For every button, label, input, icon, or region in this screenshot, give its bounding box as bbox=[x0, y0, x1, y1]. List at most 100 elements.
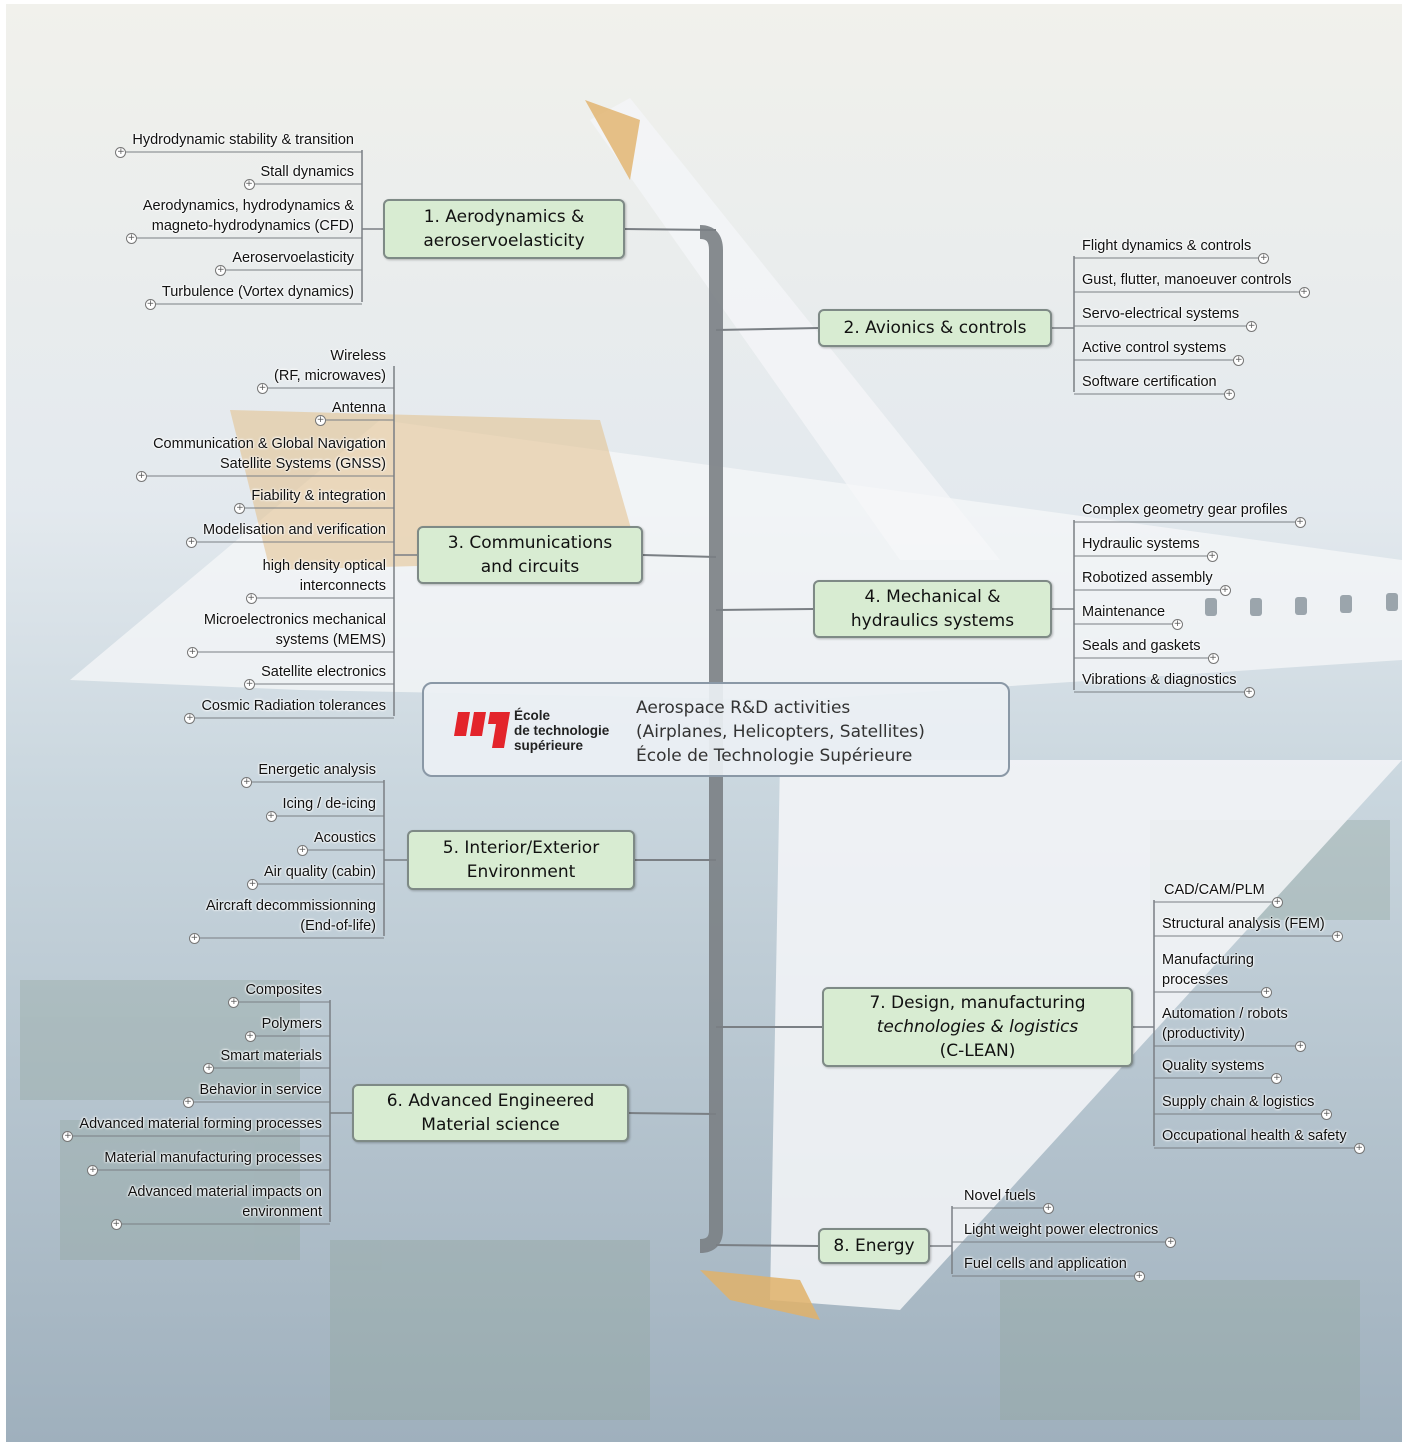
subtopic-item[interactable]: Polymers bbox=[262, 1014, 322, 1034]
subtopic-item[interactable]: Advanced material forming processes bbox=[79, 1114, 322, 1134]
subtopic-item[interactable]: Maintenance bbox=[1082, 602, 1165, 622]
subtopic-item[interactable]: Automation / robots(productivity) bbox=[1162, 1004, 1288, 1044]
subtopic-item[interactable]: Fuel cells and application bbox=[964, 1254, 1127, 1274]
subtopic-item[interactable]: Material manufacturing processes bbox=[104, 1148, 322, 1168]
expand-icon[interactable]: + bbox=[244, 1031, 256, 1042]
topic-2[interactable]: 2. Avionics & controls bbox=[818, 309, 1052, 347]
subtopic-item[interactable]: Cosmic Radiation tolerances bbox=[201, 696, 386, 716]
subtopic-item[interactable]: Acoustics bbox=[314, 828, 376, 848]
topic-8[interactable]: 8. Energy bbox=[818, 1228, 930, 1264]
expand-icon[interactable]: + bbox=[215, 265, 227, 276]
expand-icon[interactable]: + bbox=[234, 503, 246, 514]
subtopic-item[interactable]: Wireless(RF, microwaves) bbox=[274, 346, 386, 386]
subtopic-item[interactable]: Novel fuels bbox=[964, 1186, 1036, 1206]
subtopic-item[interactable]: Hydrodynamic stability & transition bbox=[132, 130, 354, 150]
expand-icon[interactable]: + bbox=[1353, 1143, 1365, 1154]
subtopic-item[interactable]: Stall dynamics bbox=[261, 162, 354, 182]
subtopic-item[interactable]: Robotized assembly bbox=[1082, 568, 1213, 588]
subtopic-item[interactable]: Behavior in service bbox=[200, 1080, 323, 1100]
expand-icon[interactable]: + bbox=[1219, 585, 1231, 596]
central-topic[interactable]: École de technologie supérieure Aerospac… bbox=[422, 682, 1010, 777]
expand-icon[interactable]: + bbox=[1207, 653, 1219, 664]
subtopic-item[interactable]: Aerodynamics, hydrodynamics &magneto-hyd… bbox=[143, 196, 354, 236]
expand-icon[interactable]: + bbox=[1133, 1271, 1145, 1282]
subtopic-item[interactable]: Aircraft decommissionning(End-of-life) bbox=[206, 896, 376, 936]
subtopic-item[interactable]: Software certification bbox=[1082, 372, 1217, 392]
expand-icon[interactable]: + bbox=[115, 147, 127, 158]
expand-icon[interactable]: + bbox=[246, 879, 258, 890]
expand-icon[interactable]: + bbox=[1206, 551, 1218, 562]
expand-icon[interactable]: + bbox=[1331, 931, 1343, 942]
expand-icon[interactable]: + bbox=[1042, 1203, 1054, 1214]
expand-icon[interactable]: + bbox=[1243, 687, 1255, 698]
subtopic-item[interactable]: Hydraulic systems bbox=[1082, 534, 1200, 554]
expand-icon[interactable]: + bbox=[245, 593, 257, 604]
expand-icon[interactable]: + bbox=[1246, 321, 1258, 332]
expand-icon[interactable]: + bbox=[257, 383, 269, 394]
subtopic-item[interactable]: Structural analysis (FEM) bbox=[1162, 914, 1325, 934]
subtopic-item[interactable]: Aeroservoelasticity bbox=[232, 248, 354, 268]
subtopic-item[interactable]: Quality systems bbox=[1162, 1056, 1264, 1076]
expand-icon[interactable]: + bbox=[87, 1165, 99, 1176]
expand-icon[interactable]: + bbox=[1258, 253, 1270, 264]
expand-icon[interactable]: + bbox=[1260, 987, 1272, 998]
subtopic-item[interactable]: Composites bbox=[245, 980, 322, 1000]
subtopic-item[interactable]: Vibrations & diagnostics bbox=[1082, 670, 1237, 690]
expand-icon[interactable]: + bbox=[1233, 355, 1245, 366]
expand-icon[interactable]: + bbox=[243, 179, 255, 190]
subtopic-item[interactable]: Smart materials bbox=[220, 1046, 322, 1066]
topic-1[interactable]: 1. Aerodynamics &aeroservoelasticity bbox=[383, 199, 625, 259]
subtopic-item[interactable]: Energetic analysis bbox=[258, 760, 376, 780]
subtopic-item[interactable]: Icing / de-icing bbox=[283, 794, 377, 814]
expand-icon[interactable]: + bbox=[1298, 287, 1310, 298]
expand-icon[interactable]: + bbox=[314, 415, 326, 426]
expand-icon[interactable]: + bbox=[182, 1097, 194, 1108]
subtopic-item[interactable]: Complex geometry gear profiles bbox=[1082, 500, 1288, 520]
expand-icon[interactable]: + bbox=[265, 811, 277, 822]
expand-icon[interactable]: + bbox=[1223, 389, 1235, 400]
expand-icon[interactable]: + bbox=[1172, 619, 1184, 630]
expand-icon[interactable]: + bbox=[186, 537, 198, 548]
subtopic-item[interactable]: Gust, flutter, manoeuver controls bbox=[1082, 270, 1292, 290]
expand-icon[interactable]: + bbox=[1294, 1041, 1306, 1052]
expand-icon[interactable]: + bbox=[244, 679, 256, 690]
expand-icon[interactable]: + bbox=[144, 299, 156, 310]
subtopic-item[interactable]: Light weight power electronics bbox=[964, 1220, 1158, 1240]
subtopic-item[interactable]: Antenna bbox=[332, 398, 386, 418]
subtopic-item[interactable]: CAD/CAM/PLM bbox=[1164, 880, 1265, 900]
expand-icon[interactable]: + bbox=[110, 1219, 122, 1230]
subtopic-item[interactable]: Turbulence (Vortex dynamics) bbox=[162, 282, 354, 302]
expand-icon[interactable]: + bbox=[1271, 897, 1283, 908]
expand-icon[interactable]: + bbox=[228, 997, 240, 1008]
topic-4[interactable]: 4. Mechanical &hydraulics systems bbox=[813, 580, 1052, 638]
subtopic-item[interactable]: Flight dynamics & controls bbox=[1082, 236, 1251, 256]
subtopic-item[interactable]: Supply chain & logistics bbox=[1162, 1092, 1314, 1112]
subtopic-item[interactable]: Active control systems bbox=[1082, 338, 1226, 358]
expand-icon[interactable]: + bbox=[184, 713, 196, 724]
subtopic-item[interactable]: Servo-electrical systems bbox=[1082, 304, 1239, 324]
expand-icon[interactable]: + bbox=[296, 845, 308, 856]
expand-icon[interactable]: + bbox=[241, 777, 253, 788]
subtopic-item[interactable]: Seals and gaskets bbox=[1082, 636, 1201, 656]
expand-icon[interactable]: + bbox=[136, 471, 148, 482]
expand-icon[interactable]: + bbox=[1165, 1237, 1177, 1248]
subtopic-item[interactable]: Air quality (cabin) bbox=[264, 862, 376, 882]
expand-icon[interactable]: + bbox=[1271, 1073, 1283, 1084]
expand-icon[interactable]: + bbox=[186, 647, 198, 658]
subtopic-item[interactable]: Satellite electronics bbox=[261, 662, 386, 682]
expand-icon[interactable]: + bbox=[125, 233, 137, 244]
expand-icon[interactable]: + bbox=[1321, 1109, 1333, 1120]
expand-icon[interactable]: + bbox=[62, 1131, 74, 1142]
expand-icon[interactable]: + bbox=[188, 933, 200, 944]
subtopic-item[interactable]: Fiability & integration bbox=[251, 486, 386, 506]
expand-icon[interactable]: + bbox=[1294, 517, 1306, 528]
